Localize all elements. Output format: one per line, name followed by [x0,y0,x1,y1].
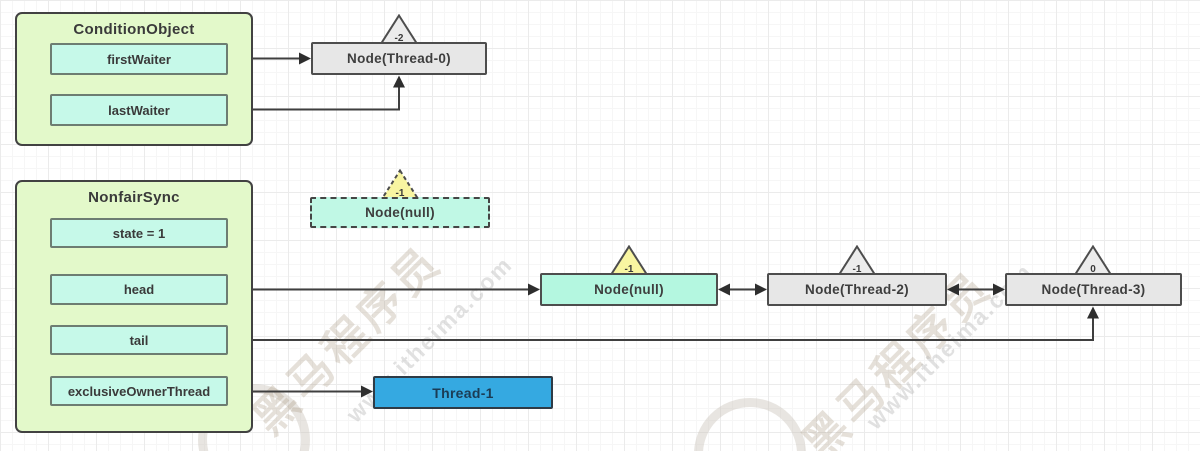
arrow-head-to-nodenull [228,283,540,296]
node-label: Node(null) [594,282,664,297]
arrow-lastwaiter-to-node0 [228,75,405,111]
node-label: Node(null) [365,205,435,220]
field-label: state = 1 [112,225,166,241]
waitstatus-value: 0 [1090,264,1096,275]
node-thread0: Node(Thread-0) [311,42,487,75]
condition-object-box: ConditionObject firstWaiter lastWaiter [15,12,253,146]
node-label: Node(Thread-0) [347,51,451,66]
field-label: head [123,282,155,297]
waitstatus-value: -1 [624,264,634,275]
field-firstwaiter: firstWaiter [50,43,228,75]
field-label: exclusiveOwnerThread [67,383,211,399]
node-label: Thread-1 [432,384,494,401]
field-label: tail [129,332,149,348]
node-null-head: Node(null) [540,273,718,306]
node-thread2: Node(Thread-2) [767,273,947,306]
waitstatus-badge-nodenull: -1 [610,245,648,275]
owner-thread1-box: Thread-1 [373,376,553,409]
field-head: head [50,274,228,305]
waitstatus-badge-nodenull-dashed: -1 [381,169,419,199]
field-exclusiveownerthread: exclusiveOwnerThread [50,376,228,406]
field-label: lastWaiter [108,102,170,118]
waitstatus-badge-node3: 0 [1074,245,1112,275]
node-thread3: Node(Thread-3) [1005,273,1182,306]
waitstatus-badge-node2: -1 [838,245,876,275]
condition-object-title: ConditionObject [73,21,195,38]
arrow-tail-node3 [228,306,1099,346]
node-label: Node(Thread-3) [1041,282,1146,297]
waitstatus-badge-node0: -2 [380,14,418,44]
nonfair-sync-title: NonfairSync [88,189,180,206]
node-label: Node(Thread-2) [805,282,909,297]
field-lastwaiter: lastWaiter [50,94,228,126]
field-label: firstWaiter [107,51,171,67]
node-null-dashed: Node(null) [310,197,490,228]
field-state: state = 1 [50,218,228,248]
arrow-node2-node3 [947,283,1005,296]
waitstatus-value: -1 [852,264,862,275]
waitstatus-value: -1 [395,188,405,199]
arrow-nodenull-node2 [718,283,767,296]
waitstatus-value: -2 [394,33,404,44]
nonfair-sync-box: NonfairSync state = 1 head tail exclusiv… [15,180,253,433]
field-tail: tail [50,325,228,355]
